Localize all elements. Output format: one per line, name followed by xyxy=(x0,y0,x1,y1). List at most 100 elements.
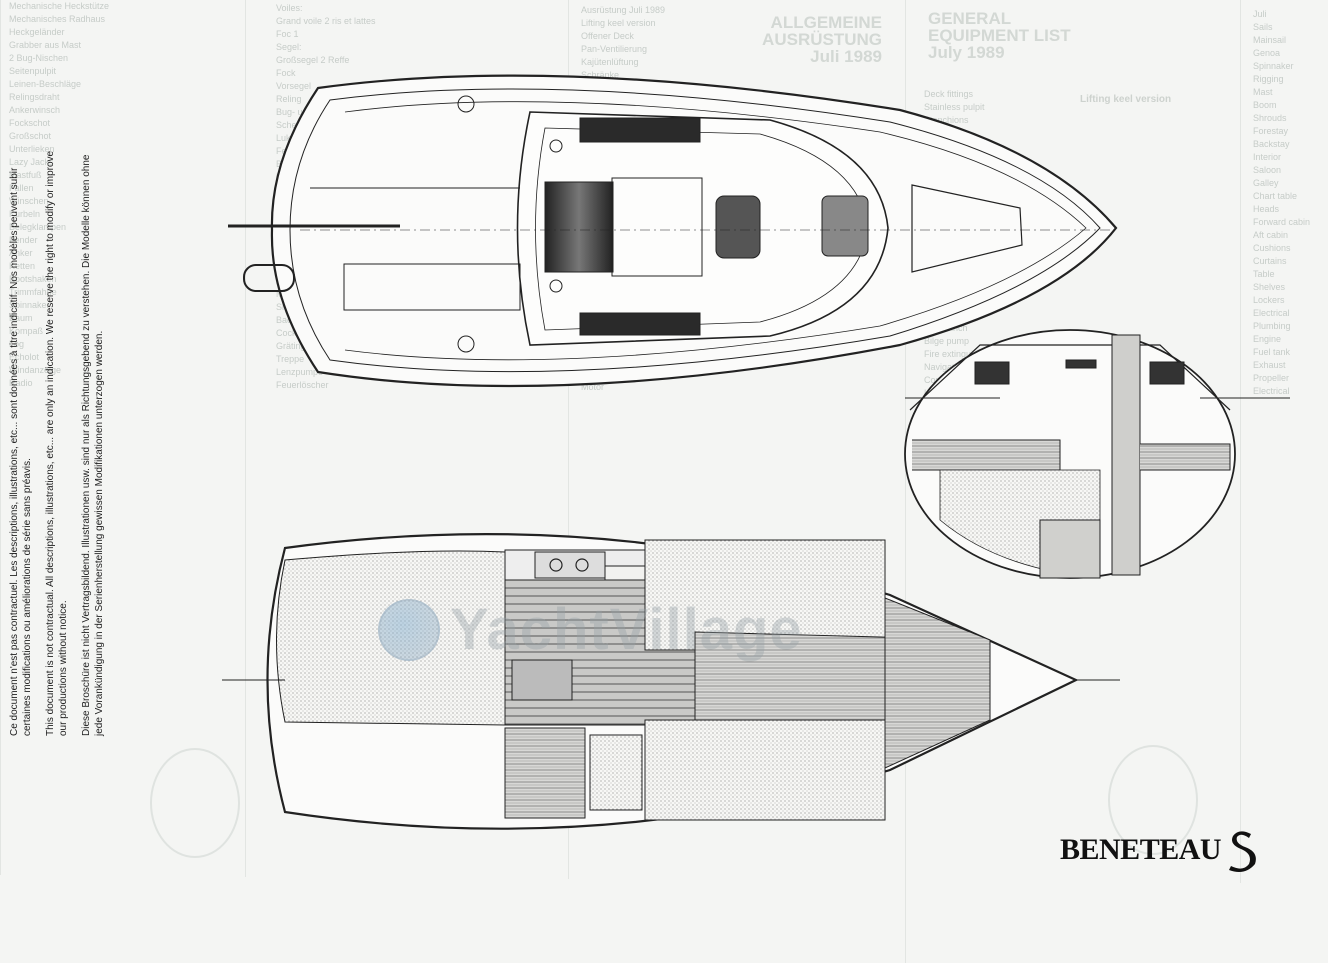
background-text-line: Plumbing xyxy=(1253,321,1291,331)
background-text-line: Stanchions xyxy=(924,115,969,125)
deck-plan xyxy=(228,74,1118,388)
background-text-line: Großsegel 2 Reffe xyxy=(276,55,350,65)
background-text-line: Exhaust xyxy=(1253,360,1286,370)
disclaimer-fr: Ce document n'est pas contractuel. Les d… xyxy=(9,167,33,736)
background-text-line: Relingsdraht xyxy=(9,92,60,102)
background-text-line: Gräting xyxy=(276,341,306,351)
ghost-subtitle: Lifting keel version xyxy=(1080,94,1172,105)
seal-icon xyxy=(150,748,240,858)
background-text-line: Mechanisches Radhaus xyxy=(9,14,106,24)
watermark: YachtVillage xyxy=(378,596,803,663)
background-text-line: Treppe xyxy=(276,354,305,364)
background-text-line: Großschot xyxy=(9,131,52,141)
disclaimer-text: Ce document n'est pas contractuel. Les d… xyxy=(8,136,116,736)
background-text-line: Bilge pump xyxy=(924,336,970,346)
background-text-line: Windanzeige xyxy=(9,365,62,375)
background-text-line: Spinnaker xyxy=(1253,61,1294,71)
background-text-line: Ausrüstung Juli 1989 xyxy=(581,5,666,15)
background-text-line: Kompaß xyxy=(9,326,44,336)
brand-name: BENETEAU xyxy=(1060,833,1222,866)
background-text-line: Forestay xyxy=(1253,126,1289,136)
background-text-line: Juli xyxy=(1253,9,1267,19)
background-text-line: Sails xyxy=(1253,22,1273,32)
background-text-line: Backstay xyxy=(1253,139,1290,149)
background-text-line: Chart table xyxy=(1253,191,1298,201)
background-text-line: Mainsail xyxy=(1253,35,1287,45)
background-text-line: Luken xyxy=(276,133,301,143)
background-text-line: Log xyxy=(9,339,25,349)
background-text-line: Fuel tank xyxy=(1253,347,1291,357)
background-text-line: Genoa xyxy=(1253,48,1281,58)
background-text-line: Fire extinguisher xyxy=(924,349,991,359)
background-text-line: Fock xyxy=(276,68,296,78)
disclaimer-de: Diese Broschüre ist nicht Vertragsbilden… xyxy=(81,154,105,736)
background-text-line: Pan-Ventilierung xyxy=(581,44,648,54)
background-text-line: Ankerwinsch xyxy=(9,105,61,115)
background-text-line: Lifting keel version xyxy=(581,18,656,28)
boat-plans xyxy=(222,74,1290,830)
background-text-line: Feuerlöscher xyxy=(276,380,329,390)
background-text-line: Echolot xyxy=(9,352,40,362)
background-text-line: Trimmfahne xyxy=(9,287,57,297)
background-text-line: Shelves xyxy=(1253,282,1286,292)
background-text-line: Voiles: xyxy=(276,3,303,13)
ghost-title-en: GENERAL EQUIPMENT LIST July 1989 xyxy=(928,9,1071,62)
background-text-line: Bootshaken xyxy=(9,274,57,284)
background-text-line: Fockschot xyxy=(9,118,51,128)
background-text-line: Interior xyxy=(1253,152,1282,162)
background-text-line: Cockpit xyxy=(276,328,307,338)
background-text-line: Mastfuß xyxy=(9,170,42,180)
background-text-line: Belegklampen xyxy=(9,222,67,232)
background-text-line: Lazy Jacks xyxy=(9,157,54,167)
background-text-line: Heads xyxy=(1253,204,1280,214)
background-text-line: Boom xyxy=(1253,100,1277,110)
background-text-line: Engine xyxy=(1253,334,1282,344)
background-text-line: Motor xyxy=(581,382,605,392)
ghost-title-de: ALLGEMEINE AUSRÜSTUNG Juli 1989 xyxy=(762,13,882,66)
background-text-line: Ketten xyxy=(9,261,36,271)
background-text-line: Cushions xyxy=(1253,243,1291,253)
background-text-line: Shrouds xyxy=(1253,113,1287,123)
background-text-line: Mechanische Heckstütze xyxy=(9,1,110,11)
background-text-line: Offener Deck xyxy=(581,31,634,41)
brand-s-icon xyxy=(1229,831,1256,872)
background-text-line: Grabber aus Mast xyxy=(9,40,82,50)
background-text-line: Segel: xyxy=(276,42,302,52)
globe-icon xyxy=(378,598,440,661)
background-text-line: Schränke xyxy=(581,70,620,80)
background-text-line: Kurbeln xyxy=(9,209,41,219)
background-text-line: Curtains xyxy=(1253,256,1287,266)
seal-icon xyxy=(1108,745,1198,855)
background-text-line: Spinnaker xyxy=(9,300,50,310)
watermark-text: YachtVillage xyxy=(450,597,803,662)
background-text-line: Aft cabin xyxy=(1253,230,1289,240)
background-text-line: Forward cabin xyxy=(1253,217,1311,227)
brand-logo: BENETEAU xyxy=(1060,828,1259,872)
background-text-line: Leinen-Beschläge xyxy=(9,79,82,89)
background-text-line: Deck fittings xyxy=(924,89,974,99)
background-text-line: Galley xyxy=(1253,178,1279,188)
background-text-line: Vorsegel xyxy=(276,81,312,91)
background-text-line: Unterlieken xyxy=(9,144,55,154)
background-text-line: Table xyxy=(1253,269,1275,279)
background-text-line: Fallen xyxy=(9,183,34,193)
background-text-line: Lockers xyxy=(1253,295,1285,305)
background-text-line: Baum xyxy=(9,313,33,323)
background-text-line: Fender xyxy=(9,235,38,245)
disclaimer-en: This document is not contractual. All de… xyxy=(45,150,69,736)
background-text-line: Heckgeländer xyxy=(9,27,65,37)
background-text-line: Propeller xyxy=(1253,373,1290,383)
background-text-line: 2 Bug-Nischen xyxy=(9,53,69,63)
background-text-line: Winschen xyxy=(9,196,49,206)
background-text-line: Electrical xyxy=(1253,308,1290,318)
background-text-line: Foc 1 xyxy=(276,29,299,39)
background-text-line: Grand voile 2 ris et lattes xyxy=(276,16,376,26)
background-text-line: Saloon xyxy=(1253,165,1282,175)
background-text-line: Anker xyxy=(9,248,33,258)
background-text-line: Lenzpumpe xyxy=(276,367,324,377)
background-text-line: Mast xyxy=(1253,87,1273,97)
background-text-line: Kajütenlüftung xyxy=(581,57,639,67)
